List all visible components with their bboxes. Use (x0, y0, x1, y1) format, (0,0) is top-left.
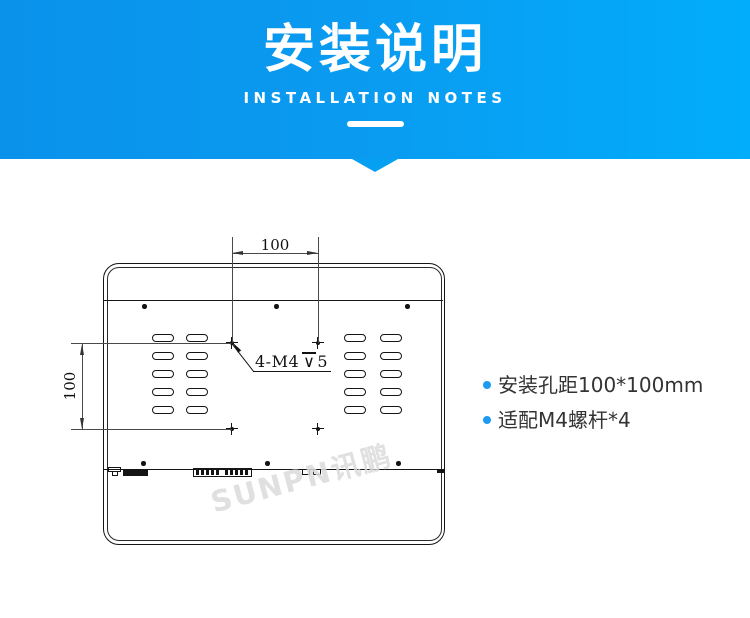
screw-dot (405, 304, 410, 309)
vent-slots-left (152, 334, 208, 414)
dimension-arrow-icon (232, 251, 243, 255)
vent-slot (186, 406, 208, 414)
screw-dot (141, 461, 146, 466)
vent-slot (152, 370, 174, 378)
vent-slot (380, 334, 402, 342)
dimension-line-horizontal (232, 253, 318, 254)
vent-slot (344, 370, 366, 378)
note-text: 安装孔距100*100mm (498, 373, 704, 397)
screw-dot (274, 304, 279, 309)
dimension-extension-line (71, 429, 232, 430)
vent-slot (380, 388, 402, 396)
vent-slot (344, 388, 366, 396)
dimension-extension-line (318, 237, 319, 343)
note-item: 安装孔距100*100mm (483, 372, 703, 398)
banner-arrow-down-icon (352, 159, 398, 172)
vent-slot (186, 352, 208, 360)
terminal-strip (193, 468, 252, 477)
port-notch (313, 470, 321, 475)
note-item: 适配M4螺杆*4 (483, 407, 703, 433)
power-switch-shape (108, 467, 121, 476)
dimension-extension-line (232, 237, 233, 343)
dimension-line-vertical (82, 343, 83, 429)
screw-dot (142, 304, 147, 309)
vent-slot (152, 352, 174, 360)
page-subtitle: INSTALLATION NOTES (243, 89, 507, 108)
port-notch (302, 470, 310, 475)
depth-symbol-icon: ∨ (302, 352, 317, 371)
title-underline (346, 121, 404, 128)
dimension-arrow-icon (307, 251, 318, 255)
header-banner: 安装说明 INSTALLATION NOTES (0, 0, 750, 172)
vent-slot (186, 370, 208, 378)
notes-list: 安装孔距100*100mm 适配M4螺杆*4 (483, 372, 703, 442)
vent-slot (380, 352, 402, 360)
hole-spec-label: 4-M4∨5 (255, 352, 329, 371)
vent-slot (344, 352, 366, 360)
panel-edge-mark (437, 469, 444, 473)
vent-slot (380, 370, 402, 378)
vent-slot (186, 334, 208, 342)
note-text: 适配M4螺杆*4 (498, 408, 631, 432)
vent-slot (152, 406, 174, 414)
vent-slot (344, 334, 366, 342)
mounting-hole-mark (312, 423, 324, 435)
panel-bottom-seam-line (104, 469, 443, 471)
device-panel-outline (103, 263, 445, 545)
connector-block (123, 469, 148, 476)
leader-line (253, 370, 331, 372)
dimension-arrow-icon (80, 344, 84, 355)
screw-dot (265, 461, 270, 466)
dimension-extension-line (71, 343, 232, 344)
bullet-icon (483, 381, 491, 389)
vent-slot (152, 388, 174, 396)
vent-slot (380, 406, 402, 414)
bullet-icon (483, 416, 491, 424)
page-title: 安装说明 (262, 20, 487, 80)
vent-slot (344, 406, 366, 414)
device-panel-inner-outline (107, 267, 442, 541)
dimension-arrow-icon (80, 418, 84, 429)
dimension-value-horizontal: 100 (260, 236, 290, 254)
vent-slot (186, 388, 208, 396)
dimension-value-vertical: 100 (61, 371, 79, 401)
panel-top-seam-line (104, 300, 443, 302)
vent-slots-right (344, 334, 402, 414)
vent-slot (152, 334, 174, 342)
screw-dot (396, 461, 401, 466)
